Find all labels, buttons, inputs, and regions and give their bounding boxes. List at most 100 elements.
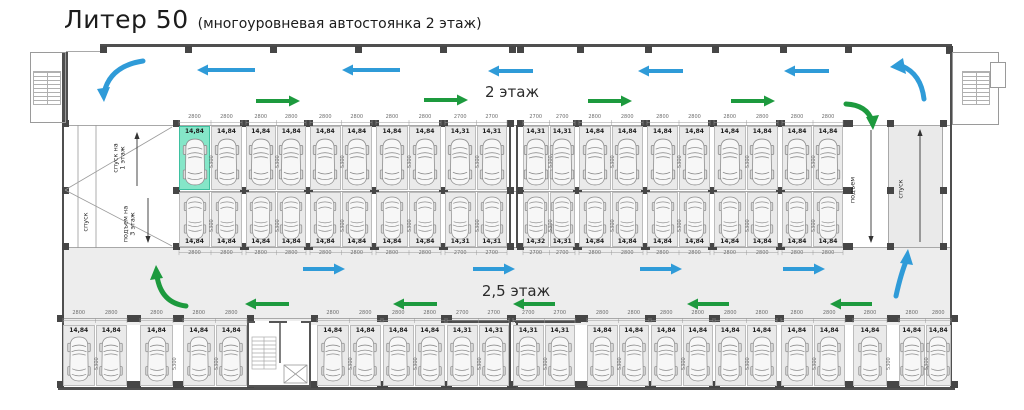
parking-stall[interactable]: 14,84 bbox=[782, 126, 812, 190]
right-tower-stairs-icon bbox=[962, 71, 990, 105]
column bbox=[775, 315, 782, 322]
parking-stall[interactable]: 14,84 bbox=[647, 192, 678, 247]
wall-segment bbox=[509, 321, 511, 387]
traffic-arrow-curved bbox=[899, 63, 927, 102]
stall-area-label: 14,31 bbox=[452, 327, 472, 334]
parking-stall[interactable]: 14,84 bbox=[647, 126, 678, 190]
stall-area-label: 14,31 bbox=[482, 128, 502, 135]
parking-stall[interactable]: 14,84 bbox=[276, 126, 306, 190]
parking-stall[interactable]: 14,84 bbox=[63, 325, 95, 386]
parking-stall[interactable]: 14,84 bbox=[409, 126, 441, 190]
parking-stall[interactable]: 14,32 bbox=[523, 192, 549, 247]
parking-stall[interactable]: 14,84 bbox=[682, 325, 713, 386]
parking-stall[interactable]: 14,84 bbox=[211, 192, 242, 247]
stall-dimension: 2800 bbox=[588, 114, 602, 120]
column bbox=[776, 187, 783, 194]
parking-stall[interactable]: 14,31 bbox=[445, 192, 476, 247]
parking-stall[interactable]: 14,84 bbox=[899, 325, 925, 386]
stall-area-label: 14,84 bbox=[928, 327, 948, 334]
parking-stall[interactable]: 14,31 bbox=[478, 325, 509, 386]
parking-stall[interactable]: 14,84 bbox=[376, 192, 408, 247]
parking-stall[interactable]: 14,84 bbox=[853, 325, 887, 386]
stall-depth-dimension: 5300 bbox=[616, 357, 623, 370]
parking-stall[interactable]: 14,84 bbox=[383, 325, 414, 386]
parking-stall[interactable]: 14,84 bbox=[579, 192, 611, 247]
parking-stall[interactable]: 14,31 bbox=[476, 192, 507, 247]
parking-stall[interactable]: 14,84 bbox=[813, 325, 845, 386]
parking-stall[interactable]: 14,84 bbox=[813, 126, 843, 190]
parking-stall[interactable]: 14,84 bbox=[746, 192, 778, 247]
parking-stall[interactable]: 14,84 bbox=[95, 325, 127, 386]
parking-stall[interactable]: 14,84 bbox=[679, 126, 710, 190]
parking-stall[interactable]: 14,31 bbox=[447, 325, 478, 386]
stall-area-label: 14,84 bbox=[752, 238, 772, 245]
parking-stall[interactable]: 14,84 bbox=[579, 126, 611, 190]
parking-stall[interactable]: 14,84 bbox=[781, 325, 813, 386]
parking-stall[interactable]: 14,84 bbox=[714, 192, 746, 247]
parking-stall[interactable]: 14,84 bbox=[140, 325, 173, 386]
parking-stall[interactable]: 14,84 bbox=[414, 325, 445, 386]
stall-area-label: 14,84 bbox=[902, 327, 922, 334]
parking-stall[interactable]: 14,84 bbox=[179, 126, 210, 190]
parking-stall[interactable]: 14,31 bbox=[445, 126, 476, 190]
parking-stall[interactable]: 14,84 bbox=[341, 192, 372, 247]
stall-area-label: 14,31 bbox=[550, 327, 570, 334]
column bbox=[370, 120, 377, 127]
stall-dimension: 2800 bbox=[723, 114, 737, 120]
parking-stall[interactable]: 14,84 bbox=[679, 192, 710, 247]
parking-stall[interactable]: 14,84 bbox=[587, 325, 618, 386]
column bbox=[940, 243, 947, 250]
stall-dimension: 2800 bbox=[385, 114, 399, 120]
column bbox=[517, 46, 524, 53]
car-icon bbox=[718, 336, 742, 382]
parking-stall[interactable]: 14,31 bbox=[549, 126, 575, 190]
parking-stall[interactable]: 14,84 bbox=[246, 126, 276, 190]
car-icon bbox=[683, 196, 706, 240]
stall-dimension: 2700 bbox=[453, 114, 467, 120]
parking-stall[interactable]: 14,84 bbox=[376, 126, 408, 190]
parking-stall[interactable]: 14,31 bbox=[476, 126, 507, 190]
parking-stall[interactable]: 14,84 bbox=[179, 192, 210, 247]
parking-stall[interactable]: 14,84 bbox=[746, 126, 778, 190]
parking-stall[interactable]: 14,84 bbox=[276, 192, 306, 247]
parking-stall[interactable]: 14,84 bbox=[618, 325, 649, 386]
stall-dimension: 2800 bbox=[790, 310, 804, 316]
car-icon bbox=[682, 138, 707, 186]
parking-stall[interactable]: 14,84 bbox=[211, 126, 242, 190]
door-opening bbox=[287, 321, 301, 324]
right-tower-annex bbox=[990, 62, 1006, 88]
parking-stall[interactable]: 14,84 bbox=[714, 126, 746, 190]
parking-stall[interactable]: 14,84 bbox=[409, 192, 441, 247]
stall-area-label: 14,84 bbox=[415, 128, 435, 135]
parking-stall[interactable]: 14,84 bbox=[651, 325, 682, 386]
plan-title: Литер 50 (многоуровневая автостоянка 2 э… bbox=[64, 5, 482, 34]
parking-stall[interactable]: 14,84 bbox=[925, 325, 951, 386]
parking-stall[interactable]: 14,31 bbox=[513, 325, 544, 386]
parking-stall[interactable]: 14,84 bbox=[813, 192, 843, 247]
stall-area-label: 14,84 bbox=[752, 128, 772, 135]
parking-stall[interactable]: 14,84 bbox=[246, 192, 276, 247]
parking-stall[interactable]: 14,84 bbox=[341, 126, 372, 190]
parking-stall[interactable]: 14,84 bbox=[782, 192, 812, 247]
parking-stall[interactable]: 14,84 bbox=[310, 192, 341, 247]
parking-stall[interactable]: 14,84 bbox=[746, 325, 777, 386]
parking-stall[interactable]: 14,84 bbox=[715, 325, 746, 386]
parking-stall[interactable]: 14,31 bbox=[544, 325, 575, 386]
stall-dimension: 2800 bbox=[588, 250, 602, 256]
parking-stall[interactable]: 14,31 bbox=[549, 192, 575, 247]
car-icon bbox=[516, 336, 540, 382]
parking-stall[interactable]: 14,31 bbox=[523, 126, 549, 190]
stall-area-label: 14,31 bbox=[552, 238, 572, 245]
stall-area-label: 14,84 bbox=[819, 327, 839, 334]
parking-stall[interactable]: 14,84 bbox=[183, 325, 215, 386]
stall-area-label: 14,84 bbox=[382, 128, 402, 135]
parking-stall[interactable]: 14,84 bbox=[215, 325, 247, 386]
parking-stall[interactable]: 14,84 bbox=[611, 126, 643, 190]
column bbox=[62, 120, 69, 127]
parking-stall[interactable]: 14,84 bbox=[611, 192, 643, 247]
parking-stall[interactable]: 14,84 bbox=[317, 325, 349, 386]
car-icon bbox=[650, 138, 675, 186]
parking-stall[interactable]: 14,84 bbox=[349, 325, 381, 386]
ramp-label-up-right: подъем bbox=[848, 176, 857, 204]
parking-stall[interactable]: 14,84 bbox=[310, 126, 341, 190]
